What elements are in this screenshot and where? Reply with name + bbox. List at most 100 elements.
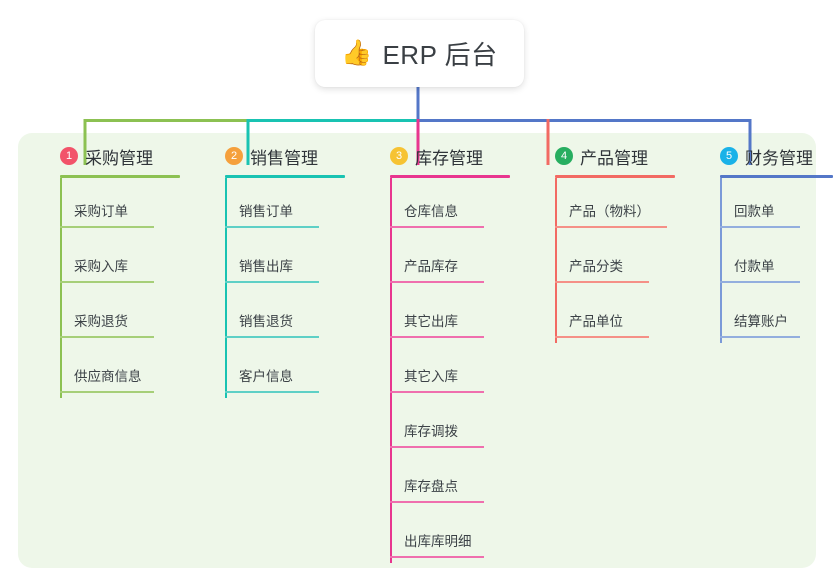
root-node-label: ERP 后台 <box>382 40 498 70</box>
leaf-item[interactable]: 付款单 <box>698 233 828 288</box>
branch-spine <box>720 178 722 343</box>
branch-underline <box>555 175 675 178</box>
leaf-item-label: 销售出库 <box>239 259 293 274</box>
branch-spine <box>390 178 392 563</box>
leaf-item-label: 供应商信息 <box>74 369 142 384</box>
leaf-item-label: 产品（物料） <box>569 204 650 219</box>
leaf-item-underline <box>60 226 154 228</box>
leaf-item-underline <box>225 336 319 338</box>
leaf-item-label: 库存盘点 <box>404 479 458 494</box>
leaf-item[interactable]: 采购入库 <box>38 233 196 288</box>
leaf-item-underline <box>390 446 484 448</box>
leaf-item-label: 仓库信息 <box>404 204 458 219</box>
branch-items-1: 采购订单采购入库采购退货供应商信息 <box>38 178 196 398</box>
leaf-item[interactable]: 回款单 <box>698 178 828 233</box>
leaf-item[interactable]: 仓库信息 <box>368 178 526 233</box>
branch-items-3: 仓库信息产品库存其它出库其它入库库存调拨库存盘点出库库明细 <box>368 178 526 563</box>
leaf-item-underline <box>390 391 484 393</box>
leaf-item-underline <box>60 391 154 393</box>
leaf-item[interactable]: 销售订单 <box>203 178 361 233</box>
root-stem <box>416 87 420 122</box>
leaf-item[interactable]: 库存调拨 <box>368 398 526 453</box>
branch-number-badge: 2 <box>225 147 243 165</box>
leaf-item[interactable]: 客户信息 <box>203 343 361 398</box>
leaf-item[interactable]: 采购订单 <box>38 178 196 233</box>
branch-spine <box>225 178 227 398</box>
branch-underline <box>60 175 180 178</box>
leaf-item[interactable]: 产品库存 <box>368 233 526 288</box>
branch-title-label: 产品管理 <box>580 148 648 168</box>
leaf-item-label: 采购入库 <box>74 259 128 274</box>
leaf-item-underline <box>60 281 154 283</box>
branch-number-badge: 3 <box>390 147 408 165</box>
leaf-item-underline <box>555 281 649 283</box>
leaf-item-underline <box>225 391 319 393</box>
leaf-item-underline <box>225 226 319 228</box>
leaf-item[interactable]: 其它出库 <box>368 288 526 343</box>
leaf-item-label: 结算账户 <box>734 314 788 329</box>
leaf-item[interactable]: 出库库明细 <box>368 508 526 563</box>
leaf-item-underline <box>60 336 154 338</box>
leaf-item-underline <box>390 556 484 558</box>
leaf-item[interactable]: 其它入库 <box>368 343 526 398</box>
leaf-item-label: 产品分类 <box>569 259 623 274</box>
branch-number-badge: 5 <box>720 147 738 165</box>
leaf-item[interactable]: 销售出库 <box>203 233 361 288</box>
branch-title-label: 采购管理 <box>85 148 153 168</box>
segment-green <box>83 119 250 122</box>
leaf-item-underline <box>390 226 484 228</box>
diagram-background-panel <box>18 133 816 568</box>
branch-underline <box>720 175 833 178</box>
leaf-item-label: 销售订单 <box>239 204 293 219</box>
branch-header-1[interactable]: 1 采购管理 <box>38 143 196 169</box>
leaf-item-underline <box>390 501 484 503</box>
branch-underline <box>390 175 510 178</box>
leaf-item-underline <box>720 281 800 283</box>
leaf-item-label: 产品单位 <box>569 314 623 329</box>
leaf-item-underline <box>390 336 484 338</box>
leaf-item-label: 产品库存 <box>404 259 458 274</box>
leaf-item-label: 其它入库 <box>404 369 458 384</box>
leaf-item[interactable]: 采购退货 <box>38 288 196 343</box>
branch-header-3[interactable]: 3 库存管理 <box>368 143 526 169</box>
branch-title-label: 库存管理 <box>415 148 483 168</box>
leaf-item-underline <box>720 226 800 228</box>
leaf-item-label: 其它出库 <box>404 314 458 329</box>
leaf-item[interactable]: 产品分类 <box>533 233 691 288</box>
leaf-item[interactable]: 销售退货 <box>203 288 361 343</box>
leaf-item-underline <box>720 336 800 338</box>
branch-column-4: 4 产品管理产品（物料） 产品分类产品单位 <box>533 143 691 343</box>
branch-number-badge: 4 <box>555 147 573 165</box>
branch-number-badge: 1 <box>60 147 78 165</box>
leaf-item[interactable]: 结算账户 <box>698 288 828 343</box>
thumbs-up-icon: 👍 <box>341 39 373 67</box>
leaf-item-underline <box>555 336 649 338</box>
branch-spine <box>60 178 62 398</box>
segment-teal <box>246 119 420 122</box>
branch-items-5: 回款单付款单结算账户 <box>698 178 828 343</box>
leaf-item-underline <box>390 281 484 283</box>
leaf-item-label: 采购退货 <box>74 314 128 329</box>
leaf-item-label: 付款单 <box>734 259 775 274</box>
leaf-item[interactable]: 产品单位 <box>533 288 691 343</box>
leaf-item[interactable]: 库存盘点 <box>368 453 526 508</box>
leaf-item-label: 库存调拨 <box>404 424 458 439</box>
leaf-item-label: 客户信息 <box>239 369 293 384</box>
branch-column-3: 3 库存管理仓库信息产品库存其它出库其它入库库存调拨库存盘点出库库明细 <box>368 143 526 563</box>
leaf-item[interactable]: 产品（物料） <box>533 178 691 233</box>
segment-purple <box>416 119 752 122</box>
leaf-item-label: 销售退货 <box>239 314 293 329</box>
leaf-item[interactable]: 供应商信息 <box>38 343 196 398</box>
leaf-item-underline <box>225 281 319 283</box>
branch-items-2: 销售订单销售出库销售退货客户信息 <box>203 178 361 398</box>
root-node[interactable]: 👍 ERP 后台 <box>315 20 524 87</box>
branch-underline <box>225 175 345 178</box>
branch-spine <box>555 178 557 343</box>
branch-header-4[interactable]: 4 产品管理 <box>533 143 691 169</box>
leaf-item-underline <box>555 226 667 228</box>
leaf-item-label: 回款单 <box>734 204 775 219</box>
